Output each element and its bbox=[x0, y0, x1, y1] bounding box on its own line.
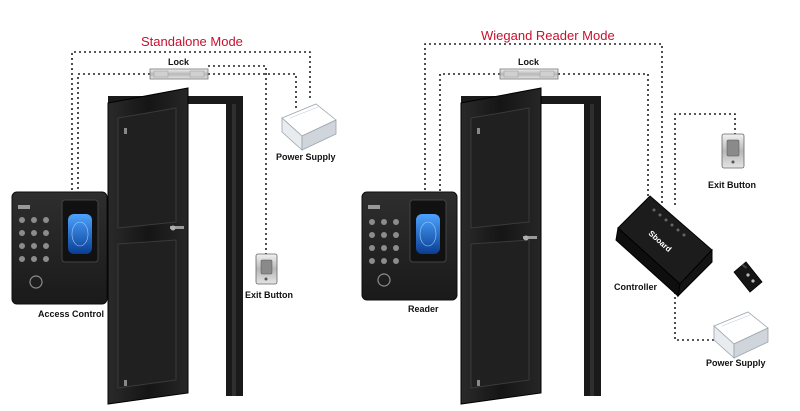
lock-device bbox=[149, 68, 209, 80]
wire-reader-to-controller bbox=[424, 43, 663, 205]
exit-button-device bbox=[255, 253, 278, 285]
wiegand-controller-label: Controller bbox=[614, 282, 658, 292]
wiegand-mode-title: Wiegand Reader Mode bbox=[481, 28, 615, 43]
standalone-access-control-label: Access Control bbox=[38, 309, 105, 319]
wiegand-reader-label: Reader bbox=[408, 304, 439, 314]
standalone-mode-title: Standalone Mode bbox=[141, 34, 243, 49]
power-supply-device bbox=[713, 311, 769, 359]
wire-lock-to-controller bbox=[558, 73, 649, 205]
door bbox=[460, 87, 542, 405]
door bbox=[107, 87, 189, 405]
standalone-power-supply-label: Power Supply bbox=[276, 152, 336, 162]
standalone-mode-panel bbox=[11, 51, 337, 405]
remote-fob-device bbox=[733, 261, 763, 293]
wiegand-power-supply-label: Power Supply bbox=[706, 358, 766, 368]
wire-controller-to-exit bbox=[674, 113, 736, 205]
wiegand-exit-button-label: Exit Button bbox=[708, 180, 756, 190]
lock-device bbox=[499, 68, 559, 80]
wiegand-wiring bbox=[424, 43, 736, 341]
wire-lock-left bbox=[439, 73, 500, 195]
wiegand-lock-label: Lock bbox=[518, 57, 540, 67]
standalone-wiring bbox=[71, 51, 311, 255]
access-control-device bbox=[11, 191, 108, 305]
exit-button-device bbox=[721, 133, 745, 169]
standalone-lock-label: Lock bbox=[168, 57, 190, 67]
reader-device bbox=[361, 191, 458, 301]
power-supply-device bbox=[281, 103, 337, 151]
wire-lock-left bbox=[77, 73, 150, 195]
wire-controller-to-power bbox=[674, 292, 718, 341]
wire-lock-right bbox=[208, 73, 297, 110]
wiegand-mode-panel: Sboard bbox=[361, 43, 769, 405]
controller-device: Sboard bbox=[615, 195, 713, 298]
wire-access-to-power bbox=[71, 51, 311, 195]
standalone-exit-button-label: Exit Button bbox=[245, 290, 293, 300]
